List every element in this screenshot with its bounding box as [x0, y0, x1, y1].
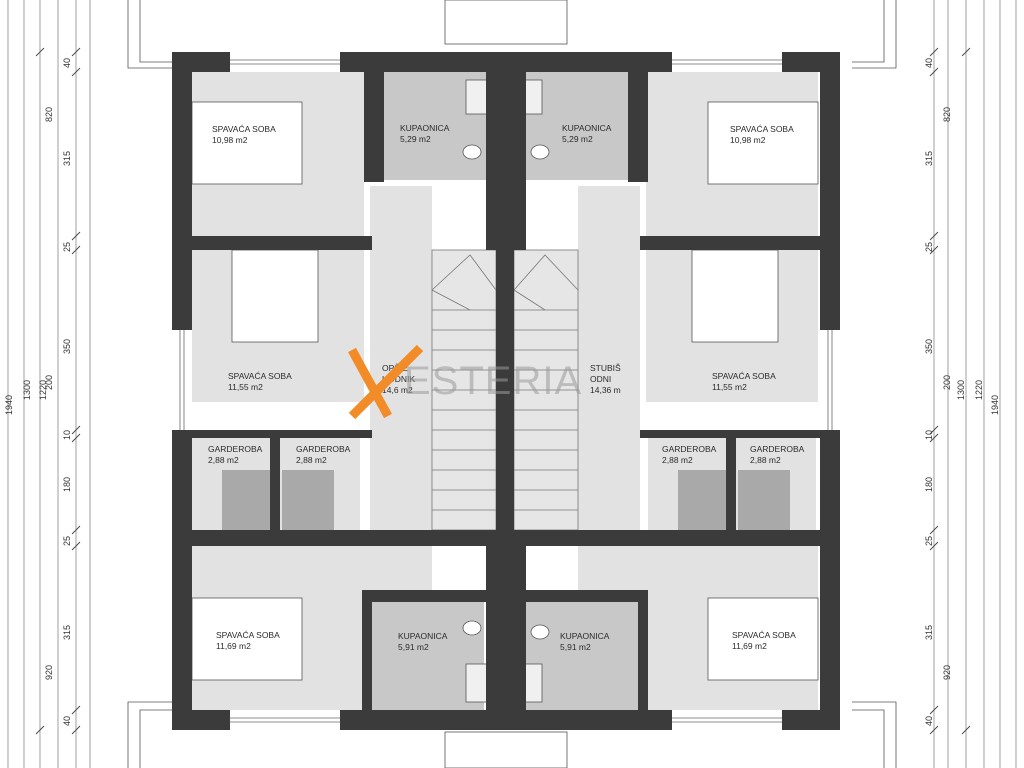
windows — [179, 59, 833, 723]
room-bath-bl — [372, 602, 484, 710]
label-bath-bl-name: KUPAONICA — [398, 631, 448, 641]
dim-left-seg-10: 10 — [62, 430, 72, 440]
label-bath-br-area: 5,91 m2 — [560, 642, 591, 652]
dim-left-seg-315b: 315 — [62, 625, 72, 640]
room-labels: SPAVAĆA SOBA 10,98 m2 KUPAONICA 5,29 m2 … — [208, 123, 805, 652]
dim-left-seg-25b: 25 — [62, 536, 72, 546]
dim-right-seg-350: 350 — [924, 339, 934, 354]
dim-left-seg-315a: 315 — [62, 151, 72, 166]
dim-right-seg-920: 920 — [942, 665, 952, 680]
toilet-bl — [462, 620, 482, 636]
label-bedroom-bl-area: 11,69 m2 — [216, 641, 251, 651]
label-bedroom-br-area: 11,69 m2 — [732, 641, 767, 651]
dim-left-seg-40b: 40 — [62, 716, 72, 726]
dim-left-seg-25a: 25 — [62, 242, 72, 252]
bed-tl — [191, 101, 303, 185]
dim-left-seg-350: 350 — [62, 339, 72, 354]
walls — [172, 52, 840, 730]
label-bedroom-ml-area: 11,55 m2 — [228, 382, 263, 392]
label-closet-2-area: 2,88 m2 — [296, 455, 327, 465]
toilet-tr — [530, 144, 550, 160]
label-bath-bl-area: 5,91 m2 — [398, 642, 429, 652]
label-bath-tl-name: KUPAONICA — [400, 123, 450, 133]
label-closet-4-name: GARDEROBA — [750, 444, 805, 454]
bed-bl — [191, 597, 303, 681]
staircase — [431, 249, 579, 531]
label-bedroom-tr-area: 10,98 m2 — [730, 135, 766, 145]
dim-right-seg-200: 200 — [942, 375, 952, 390]
dimension-labels-right: 1940 1300 1220 40 820 315 25 350 200 10 … — [924, 58, 1000, 726]
dimension-ticks — [35, 47, 971, 735]
bed-tr — [707, 101, 819, 185]
label-closet-4-area: 2,88 m2 — [750, 455, 781, 465]
watermark-text: ESTERIA — [404, 359, 582, 403]
label-hall-r-area: 14,36 m — [590, 385, 621, 395]
label-closet-3-name: GARDEROBA — [662, 444, 717, 454]
dim-right-seg-315a: 315 — [924, 151, 934, 166]
room-hall-l — [370, 186, 432, 530]
dim-left-seg-820: 820 — [44, 107, 54, 122]
label-bedroom-bl-name: SPAVAĆA SOBA — [216, 630, 280, 640]
dim-right-seg-315b: 315 — [924, 625, 934, 640]
dim-right-seg-25b: 25 — [924, 536, 934, 546]
wardrobe-block-3 — [678, 470, 726, 532]
watermark: ESTERIA — [348, 344, 582, 420]
dim-right-seg-25a: 25 — [924, 242, 934, 252]
wardrobe-block-2 — [282, 470, 334, 532]
label-bedroom-tl-area: 10,98 m2 — [212, 135, 248, 145]
label-bath-br-name: KUPAONICA — [560, 631, 610, 641]
label-bath-tr-name: KUPAONICA — [562, 123, 612, 133]
label-bedroom-tr-name: SPAVAĆA SOBA — [730, 124, 794, 134]
dim-left-overall-1940: 1940 — [4, 395, 14, 415]
label-bedroom-br-name: SPAVAĆA SOBA — [732, 630, 796, 640]
label-bedroom-mr-area: 11,55 m2 — [712, 382, 747, 392]
wardrobe-block-4 — [738, 470, 790, 532]
label-bedroom-tl-name: SPAVAĆA SOBA — [212, 124, 276, 134]
bed-ml — [231, 249, 319, 343]
dimension-lines — [7, 0, 1017, 768]
toilet-br — [530, 624, 550, 640]
label-bedroom-mr-name: SPAVAĆA SOBA — [712, 371, 776, 381]
label-hall-r-name2: ODNI — [590, 374, 611, 384]
dimension-labels-left: 1940 1300 1220 40 820 315 25 350 200 10 … — [4, 58, 72, 726]
dim-right-overall-1940: 1940 — [990, 395, 1000, 415]
label-closet-2-name: GARDEROBA — [296, 444, 351, 454]
balcony-outlines — [127, 0, 897, 768]
dim-right-seg-40b: 40 — [924, 716, 934, 726]
toilet-tl — [462, 144, 482, 160]
label-hall-r-name: STUBIŠ — [590, 363, 621, 373]
dim-left-seg-40a: 40 — [62, 58, 72, 68]
dim-right-seg-40a: 40 — [924, 58, 934, 68]
x-logo-icon — [348, 344, 424, 420]
label-hall-l-name2: HODNIK — [382, 374, 415, 384]
bed-br — [707, 597, 819, 681]
label-bedroom-ml-name: SPAVAĆA SOBA — [228, 371, 292, 381]
dim-left-overall-1300: 1300 — [22, 380, 32, 400]
dim-right-seg-820: 820 — [942, 107, 952, 122]
room-bath-br — [526, 602, 638, 710]
room-hall-r — [578, 186, 640, 530]
label-closet-1-area: 2,88 m2 — [208, 455, 239, 465]
dim-right-seg-10: 10 — [924, 430, 934, 440]
label-bath-tl-area: 5,29 m2 — [400, 134, 431, 144]
label-closet-1-name: GARDEROBA — [208, 444, 263, 454]
label-bath-tr-area: 5,29 m2 — [562, 134, 593, 144]
room-bath-tr — [526, 72, 628, 180]
dim-right-overall-1220: 1220 — [974, 380, 984, 400]
dim-right-overall-1300: 1300 — [956, 380, 966, 400]
furniture — [191, 101, 819, 681]
dim-right-seg-180: 180 — [924, 477, 934, 492]
dim-left-seg-180: 180 — [62, 477, 72, 492]
label-hall-l-area: 14,6 m2 — [382, 385, 413, 395]
wardrobe-block-1 — [222, 470, 270, 532]
dim-left-seg-920: 920 — [44, 665, 54, 680]
dim-left-seg-200: 200 — [44, 375, 54, 390]
label-closet-3-area: 2,88 m2 — [662, 455, 693, 465]
bed-mr — [691, 249, 779, 343]
dim-left-overall-1220: 1220 — [38, 380, 48, 400]
